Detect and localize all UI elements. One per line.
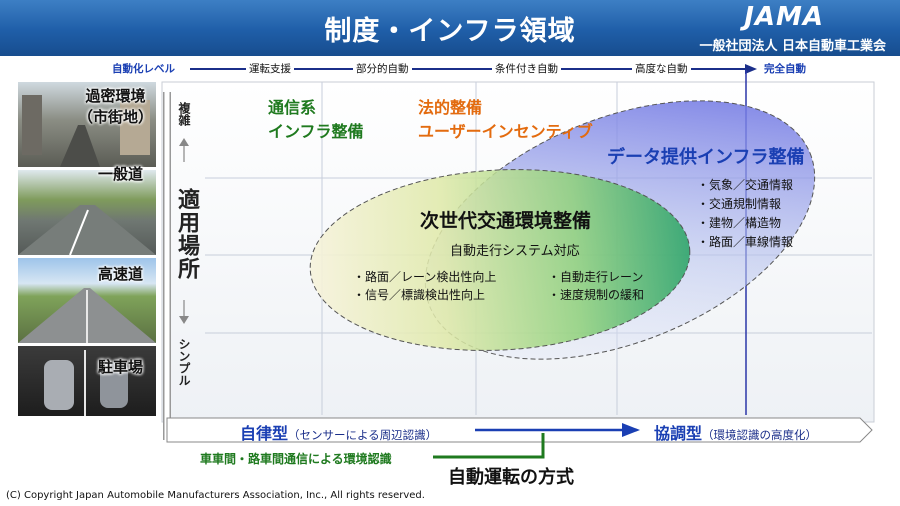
photo-general-road (18, 170, 156, 256)
y-axis-up-arrowhead (179, 138, 189, 146)
next-gen-title: 次世代交通環境整備 (420, 210, 592, 232)
x-axis-right-main: 協調型 (654, 424, 703, 443)
comm-infra-line1: 通信系 (268, 98, 317, 117)
next-gen-right-list: ・自動走行レーン ・速度規制の緩和 (548, 268, 644, 304)
comm-infra-label: 通信系 インフラ整備 (268, 96, 364, 144)
data-infra-item: ・気象／交通情報 (697, 178, 794, 192)
v2x-connector (433, 433, 545, 459)
location-label-highway: 高速道 (98, 265, 144, 283)
x-axis-right-sub: （環境認識の高度化） (702, 428, 818, 442)
next-gen-region (309, 169, 691, 351)
jama-logo: JAMA 一般社団法人 日本自動車工業会 (686, 2, 886, 54)
automation-level-bar: 自動化レベル 運転支援 部分的自動 条件付き自動 高度な自動 完全自動 (0, 58, 900, 80)
legal-line1: 法的整備 (418, 98, 483, 117)
legal-label: 法的整備 ユーザーインセンティブ (418, 96, 593, 144)
x-axis-left-sub: （センサーによる周辺認識） (288, 428, 438, 442)
next-gen-left-item: ・信号／標識検出性向上 (353, 288, 486, 302)
data-infra-list: ・気象／交通情報 ・交通規制情報 ・建物／構造物 ・路面／車線情報 (697, 176, 793, 252)
level-full: 完全自動 (764, 63, 806, 75)
y-axis-top-label: 複雑 (177, 102, 191, 126)
x-axis-progress-arrowhead (622, 423, 640, 437)
photo-urban (18, 82, 156, 167)
header-bar: 制度・インフラ領域 JAMA 一般社団法人 日本自動車工業会 (0, 0, 900, 56)
data-infra-item: ・交通規制情報 (697, 197, 782, 211)
y-axis-down-arrowhead (179, 316, 189, 324)
level-driving-assist: 運転支援 (246, 61, 294, 76)
next-gen-right-item: ・速度規制の緩和 (548, 288, 645, 302)
level-high: 高度な自動 (632, 61, 691, 76)
page-title: 制度・インフラ領域 (324, 16, 576, 47)
automation-level-axis-label: 自動化レベル (112, 61, 179, 76)
photo-parking (18, 346, 156, 416)
next-gen-right-item: ・自動走行レーン (548, 270, 644, 284)
next-gen-left-item: ・路面／レーン検出性向上 (353, 270, 497, 284)
next-gen-left-list: ・路面／レーン検出性向上 ・信号／標識検出性向上 (353, 268, 496, 304)
data-infra-item: ・路面／車線情報 (697, 235, 794, 249)
photo-highway (18, 258, 156, 343)
y-axis-bottom-label: シンプル (177, 338, 191, 386)
x-axis-left-label: 自律型（センサーによる周辺認識） (240, 420, 437, 444)
v2x-label: 車車間・路車間通信による環境認識 (200, 452, 392, 466)
data-infra-title: データ提供インフラ整備 (607, 147, 805, 168)
x-axis-right-label: 協調型（環境認識の高度化） (654, 420, 817, 444)
comm-infra-line2: インフラ整備 (268, 122, 364, 141)
legal-line2: ユーザーインセンティブ (418, 122, 593, 141)
x-axis-title: 自動運転の方式 (448, 467, 574, 488)
location-label-parking: 駐車場 (98, 358, 144, 376)
copyright-notice: (C) Copyright Japan Automobile Manufactu… (6, 490, 425, 501)
next-gen-subtitle: 自動走行システム対応 (450, 244, 580, 259)
logo-corporate-name: 一般社団法人 日本自動車工業会 (699, 39, 886, 54)
logo-mark: JAMA (744, 2, 824, 32)
location-label-urban: 過密環境 （市街地） (78, 87, 154, 126)
data-infra-item: ・建物／構造物 (697, 216, 782, 230)
level-partial: 部分的自動 (353, 61, 412, 76)
y-axis-title: 適用場所 (174, 188, 199, 280)
level-conditional: 条件付き自動 (492, 61, 561, 76)
x-axis-left-main: 自律型 (240, 424, 289, 443)
location-label-general-road: 一般道 (98, 165, 144, 183)
